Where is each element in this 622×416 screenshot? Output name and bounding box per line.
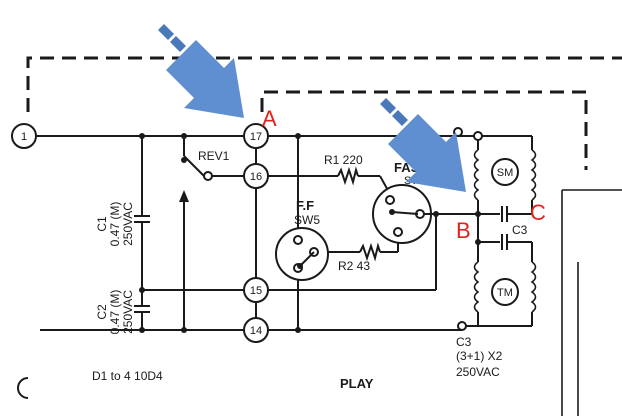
terminal-14 — [243, 317, 269, 343]
terminal-16-label: 16 — [250, 171, 262, 183]
arrow-to-a — [158, 24, 244, 118]
terminal-partial — [17, 377, 29, 399]
capacitor-c2 — [134, 305, 150, 313]
c3-label: C3 — [456, 335, 472, 349]
marker-b: B — [456, 218, 471, 243]
c1-value: 0.47 (M) — [108, 202, 122, 247]
terminal-small — [457, 321, 467, 331]
marker-c: C — [530, 200, 546, 225]
r1-label: R1 220 — [324, 153, 363, 167]
c3-value-label: (3+1) X2 — [456, 349, 503, 363]
junction-dot — [139, 287, 145, 293]
junction-b — [475, 211, 481, 217]
play-label: PLAY — [340, 376, 374, 391]
c2-voltage: 250VAC — [121, 290, 135, 334]
terminal-1 — [11, 123, 37, 149]
c3-small-label: C3 — [512, 223, 528, 237]
coil-tm-left — [473, 261, 480, 313]
terminal-1-label: 1 — [21, 131, 27, 143]
rev1-arrow-head — [179, 190, 189, 202]
tm-label: TM — [497, 287, 513, 299]
rev1-switch — [181, 155, 213, 181]
capacitor-c1 — [134, 215, 150, 223]
fas-sw6-switch — [372, 184, 432, 244]
arrow-to-b — [380, 98, 466, 192]
marker-a: A — [262, 106, 277, 131]
diode-label: D1 to 4 10D4 — [92, 369, 163, 383]
terminal-17 — [243, 123, 269, 149]
c2-label-group: C2 0.47 (M) 250VAC — [95, 290, 135, 335]
c2-value: 0.47 (M) — [108, 290, 122, 335]
ff-sw5-switch — [275, 227, 329, 281]
motor-sm — [491, 158, 519, 186]
motor-tm — [491, 278, 519, 306]
resistor-r1 — [337, 166, 359, 186]
dashed-border-top — [26, 56, 622, 112]
coil-sm-right — [530, 149, 537, 201]
c3-voltage-label: 250VAC — [456, 365, 500, 379]
rev1-label: REV1 — [198, 149, 230, 163]
terminal-16 — [243, 163, 269, 189]
junction-dot — [295, 327, 301, 333]
terminal-17-label: 17 — [250, 131, 262, 143]
coil-sm-left — [473, 149, 480, 201]
junction-dot — [433, 211, 439, 217]
r2-label: R2 43 — [338, 259, 370, 273]
junction-dot — [139, 133, 145, 139]
sm-label: SM — [497, 167, 514, 179]
terminal-15 — [243, 277, 269, 303]
junction-dot — [139, 327, 145, 333]
right-edge-lines — [561, 189, 622, 416]
c1-voltage: 250VAC — [121, 202, 135, 246]
sw5-label: SW5 — [294, 213, 320, 227]
terminal-14-label: 14 — [250, 325, 262, 337]
c2-label: C2 — [95, 304, 109, 320]
terminal-15-label: 15 — [250, 285, 262, 297]
dashed-border-inner — [260, 90, 588, 170]
junction-dot — [295, 133, 301, 139]
resistor-r2 — [359, 242, 381, 262]
c1-label: C1 — [95, 216, 109, 232]
c1-label-group: C1 0.47 (M) 250VAC — [95, 202, 135, 247]
ff-label: F.F — [296, 198, 314, 213]
coil-tm-right — [530, 261, 537, 313]
junction-dot — [181, 327, 187, 333]
terminal-small — [473, 131, 483, 141]
junction-dot — [181, 133, 187, 139]
